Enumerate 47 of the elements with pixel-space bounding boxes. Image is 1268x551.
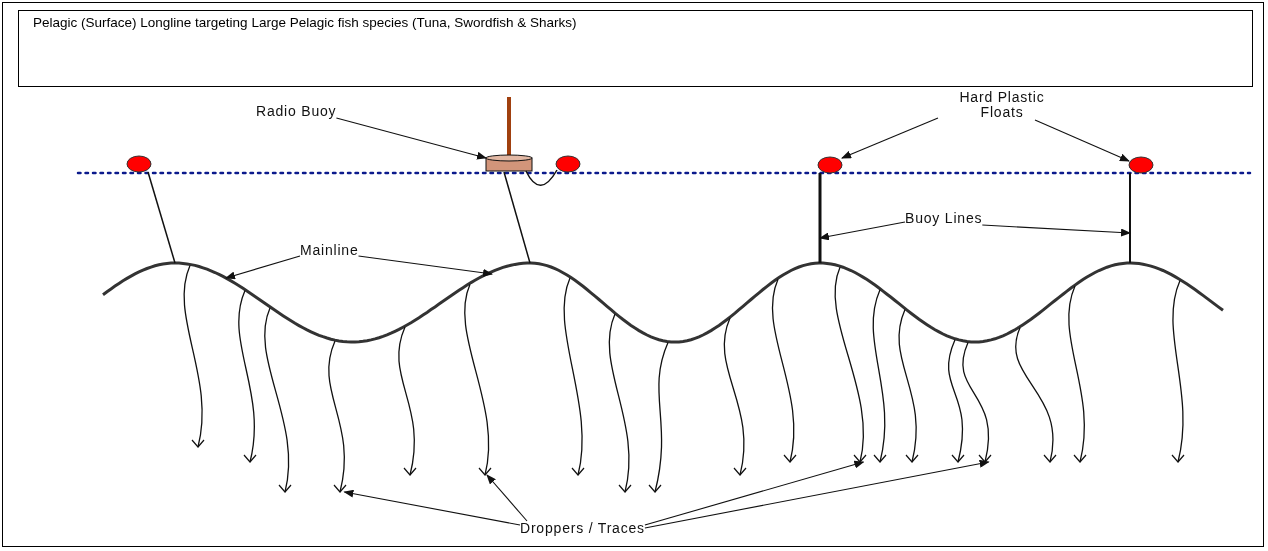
dropper-line xyxy=(563,277,585,476)
tether-line xyxy=(525,169,558,186)
part-label: Radio Buoy xyxy=(256,104,337,119)
part-label: Droppers / Traces xyxy=(520,521,645,536)
dropper-line xyxy=(238,289,257,463)
leader-line xyxy=(981,224,1131,237)
buoy-line xyxy=(147,171,176,264)
dropper-line xyxy=(948,339,965,463)
dropper-line xyxy=(723,317,747,476)
dropper-line xyxy=(872,289,887,463)
dropper-line xyxy=(962,341,992,463)
buoy-line xyxy=(503,171,531,264)
dropper-line xyxy=(264,307,292,493)
dropper-line xyxy=(183,264,205,448)
title-box: Pelagic (Surface) Longline targeting Large Pelagic fish species (Tuna, Swordfish & Sharks) xyxy=(18,10,1253,87)
leader-line xyxy=(357,255,493,277)
float xyxy=(817,156,843,174)
leader-line xyxy=(1034,119,1130,162)
float xyxy=(1128,156,1154,174)
dropper-line xyxy=(328,340,347,493)
dropper-line xyxy=(648,341,669,493)
leader-line xyxy=(343,489,521,526)
dropper-line xyxy=(1171,279,1185,463)
leader-line xyxy=(225,255,301,280)
mainline xyxy=(102,261,1224,344)
dropper-line xyxy=(608,313,632,493)
dropper-line xyxy=(1068,285,1087,463)
float xyxy=(126,155,152,173)
leader-line xyxy=(486,474,528,522)
leader-line xyxy=(644,460,865,526)
buoy-line xyxy=(818,173,822,263)
dropper-line xyxy=(898,308,919,463)
dropper-line xyxy=(834,266,867,463)
buoy-line xyxy=(1129,172,1131,264)
part-label: Hard Plastic Floats xyxy=(938,90,1066,120)
dropper-line xyxy=(1015,327,1057,463)
leader-line xyxy=(841,117,939,159)
part-label: Mainline xyxy=(300,243,359,258)
dropper-line xyxy=(464,283,492,476)
part-label: Buoy Lines xyxy=(905,211,983,226)
dropper-line xyxy=(398,326,417,476)
float xyxy=(555,155,581,173)
leader-line xyxy=(644,459,990,529)
radio-buoy xyxy=(485,97,533,172)
leader-line xyxy=(335,117,487,160)
leader-line xyxy=(819,221,906,241)
dropper-line xyxy=(771,278,797,463)
